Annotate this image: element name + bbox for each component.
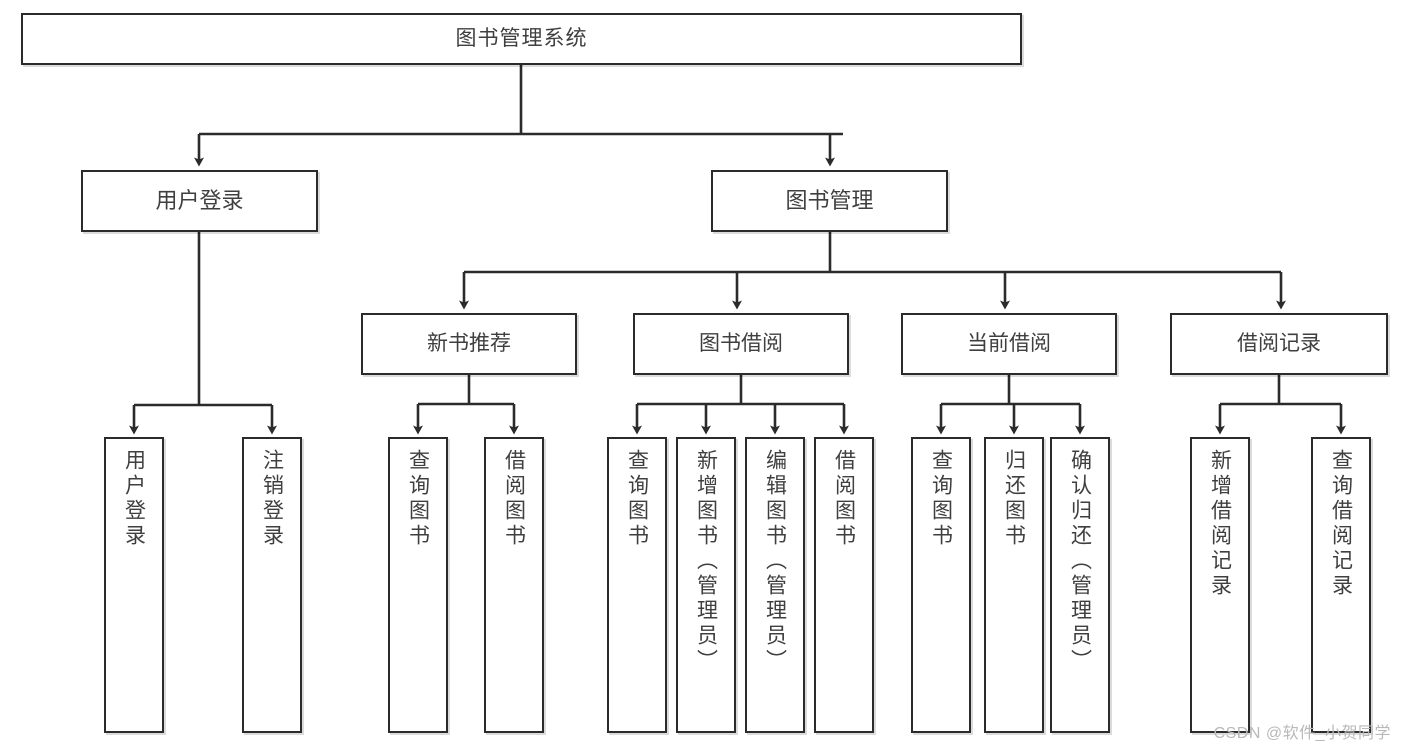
node-leaf-borrow-book-1-label: 借阅图书 — [502, 449, 526, 549]
node-leaf-user-login-label: 用户登录 — [122, 449, 146, 549]
node-leaf-query-book-3-label: 查询图书 — [929, 449, 953, 549]
node-new-book-rec[interactable]: 新书推荐 — [361, 313, 577, 375]
node-leaf-query-book-2-label: 查询图书 — [625, 449, 649, 549]
node-leaf-logout-label: 注销登录 — [260, 449, 284, 549]
node-leaf-borrow-book-2-label: 借阅图书 — [832, 449, 856, 549]
node-new-book-rec-label: 新书推荐 — [427, 331, 511, 355]
node-leaf-confirm-return-label: 确认归还（管理员） — [1068, 449, 1092, 674]
node-leaf-query-book-3[interactable]: 查询图书 — [911, 437, 971, 733]
node-book-borrow[interactable]: 图书借阅 — [633, 313, 849, 375]
node-leaf-query-book-2[interactable]: 查询图书 — [607, 437, 667, 733]
node-leaf-user-login[interactable]: 用户登录 — [104, 437, 164, 733]
node-leaf-add-record-label: 新增借阅记录 — [1208, 449, 1232, 599]
node-leaf-edit-book-label: 编辑图书（管理员） — [763, 449, 787, 674]
node-book-borrow-label: 图书借阅 — [699, 331, 783, 355]
node-current-borrow-label: 当前借阅 — [967, 331, 1051, 355]
node-leaf-add-record[interactable]: 新增借阅记录 — [1190, 437, 1250, 733]
node-book-manage[interactable]: 图书管理 — [711, 170, 948, 232]
node-leaf-edit-book[interactable]: 编辑图书（管理员） — [745, 437, 805, 733]
node-leaf-confirm-return[interactable]: 确认归还（管理员） — [1050, 437, 1110, 733]
node-borrow-record[interactable]: 借阅记录 — [1170, 313, 1388, 375]
node-current-borrow[interactable]: 当前借阅 — [901, 313, 1117, 375]
node-leaf-add-book[interactable]: 新增图书（管理员） — [676, 437, 736, 733]
node-leaf-return-book[interactable]: 归还图书 — [984, 437, 1044, 733]
node-leaf-borrow-book-2[interactable]: 借阅图书 — [814, 437, 874, 733]
node-leaf-borrow-book-1[interactable]: 借阅图书 — [484, 437, 544, 733]
node-leaf-query-record-label: 查询借阅记录 — [1329, 449, 1353, 599]
node-root-label: 图书管理系统 — [455, 26, 588, 50]
node-leaf-query-book-1-label: 查询图书 — [406, 449, 430, 549]
node-leaf-add-book-label: 新增图书（管理员） — [694, 449, 718, 674]
node-leaf-return-book-label: 归还图书 — [1002, 449, 1026, 549]
node-leaf-query-record[interactable]: 查询借阅记录 — [1311, 437, 1371, 733]
node-leaf-query-book-1[interactable]: 查询图书 — [388, 437, 448, 733]
node-borrow-record-label: 借阅记录 — [1237, 331, 1321, 355]
node-user-login-label: 用户登录 — [155, 188, 244, 214]
node-leaf-logout[interactable]: 注销登录 — [242, 437, 302, 733]
node-root[interactable]: 图书管理系统 — [21, 13, 1022, 65]
node-book-manage-label: 图书管理 — [785, 188, 874, 214]
node-user-login[interactable]: 用户登录 — [81, 170, 318, 232]
